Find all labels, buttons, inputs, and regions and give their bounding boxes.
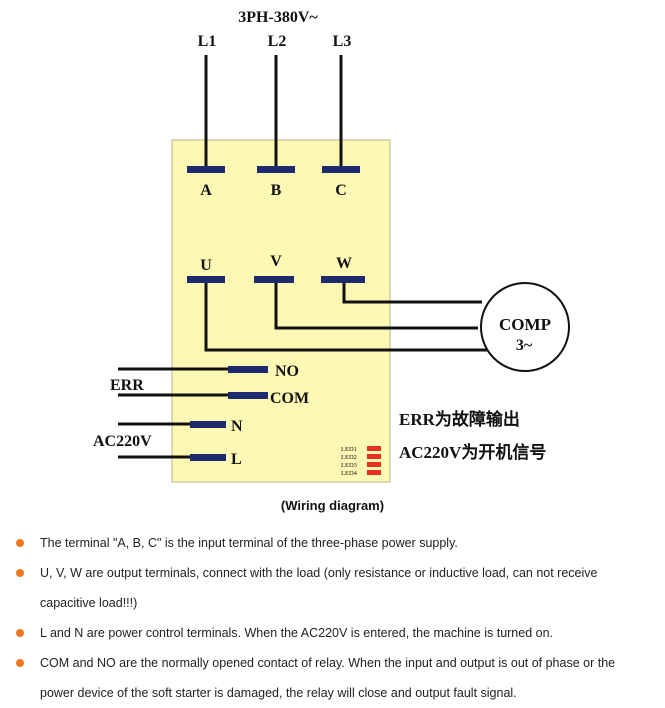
- led-label-4: LED4: [341, 470, 358, 477]
- wire-v: [274, 280, 478, 330]
- list-item-continuation: power device of the soft starter is dama…: [14, 678, 659, 708]
- led-indicators: LED1 LED2 LED3 LED4: [341, 446, 381, 477]
- note-ac220v: AC220V为开机信号: [399, 442, 546, 462]
- line-label-l1: L1: [198, 33, 217, 50]
- led-1: [367, 446, 381, 451]
- terminal-com: [228, 392, 268, 399]
- list-item: U, V, W are output terminals, connect wi…: [14, 558, 659, 588]
- bullet-icon: [16, 539, 24, 547]
- led-4: [367, 470, 381, 475]
- note-err: ERR为故障输出: [399, 409, 520, 429]
- led-label-2: LED2: [341, 454, 357, 461]
- supply-label: 3PH-380V~: [238, 9, 318, 26]
- terminal-u: [187, 276, 225, 283]
- terminal-label-com: COM: [270, 390, 309, 407]
- terminal-label-c: C: [335, 182, 347, 199]
- list-item: COM and NO are the normally opened conta…: [14, 648, 659, 678]
- led-label-3: LED3: [341, 462, 357, 469]
- wire-u: [204, 280, 488, 352]
- list-item-text: capacitive load!!!): [40, 596, 138, 610]
- terminal-label-w: W: [336, 255, 352, 272]
- diagram-caption: (Wiring diagram): [280, 498, 385, 513]
- terminal-label-a: A: [200, 182, 212, 199]
- terminal-notes-list: The terminal "A, B, C" is the input term…: [14, 528, 659, 708]
- terminal-label-v: V: [270, 253, 282, 270]
- terminal-b: [257, 166, 295, 173]
- list-item-text: The terminal "A, B, C" is the input term…: [40, 536, 458, 550]
- led-2: [367, 454, 381, 459]
- led-label-1: LED1: [341, 446, 357, 453]
- list-item: The terminal "A, B, C" is the input term…: [14, 528, 659, 558]
- line-label-l2: L2: [268, 33, 287, 50]
- terminal-v: [254, 276, 294, 283]
- terminal-label-n: N: [231, 418, 243, 435]
- wire-w: [342, 280, 482, 304]
- list-item-text: L and N are power control terminals. Whe…: [40, 626, 554, 640]
- list-item-text: U, V, W are output terminals, connect wi…: [40, 566, 598, 580]
- motor-phase-label: 3~: [516, 337, 533, 354]
- terminal-label-u: U: [200, 257, 212, 274]
- led-3: [367, 462, 381, 467]
- terminal-a: [187, 166, 225, 173]
- terminal-n: [190, 421, 226, 428]
- terminal-no: [228, 366, 268, 373]
- terminal-c: [322, 166, 360, 173]
- terminal-l: [190, 454, 226, 461]
- wiring-diagram: 3PH-380V~ L1 L2 L3 A B C U V W COMP 3~ N…: [93, 9, 570, 483]
- list-item-text: COM and NO are the normally opened conta…: [40, 656, 616, 670]
- err-label: ERR: [110, 377, 144, 394]
- bullet-icon: [16, 569, 24, 577]
- list-item-text: power device of the soft starter is dama…: [40, 686, 517, 700]
- line-label-l3: L3: [333, 33, 352, 50]
- list-item-continuation: capacitive load!!!): [14, 588, 659, 618]
- terminal-label-no: NO: [275, 363, 299, 380]
- ac220v-label: AC220V: [93, 433, 152, 450]
- list-item: L and N are power control terminals. Whe…: [14, 618, 659, 648]
- bullet-icon: [16, 629, 24, 637]
- terminal-label-l: L: [231, 451, 242, 468]
- terminal-w: [321, 276, 365, 283]
- terminal-label-b: B: [271, 182, 282, 199]
- motor-circle: [480, 282, 570, 372]
- motor-label: COMP: [499, 315, 551, 334]
- bullet-icon: [16, 659, 24, 667]
